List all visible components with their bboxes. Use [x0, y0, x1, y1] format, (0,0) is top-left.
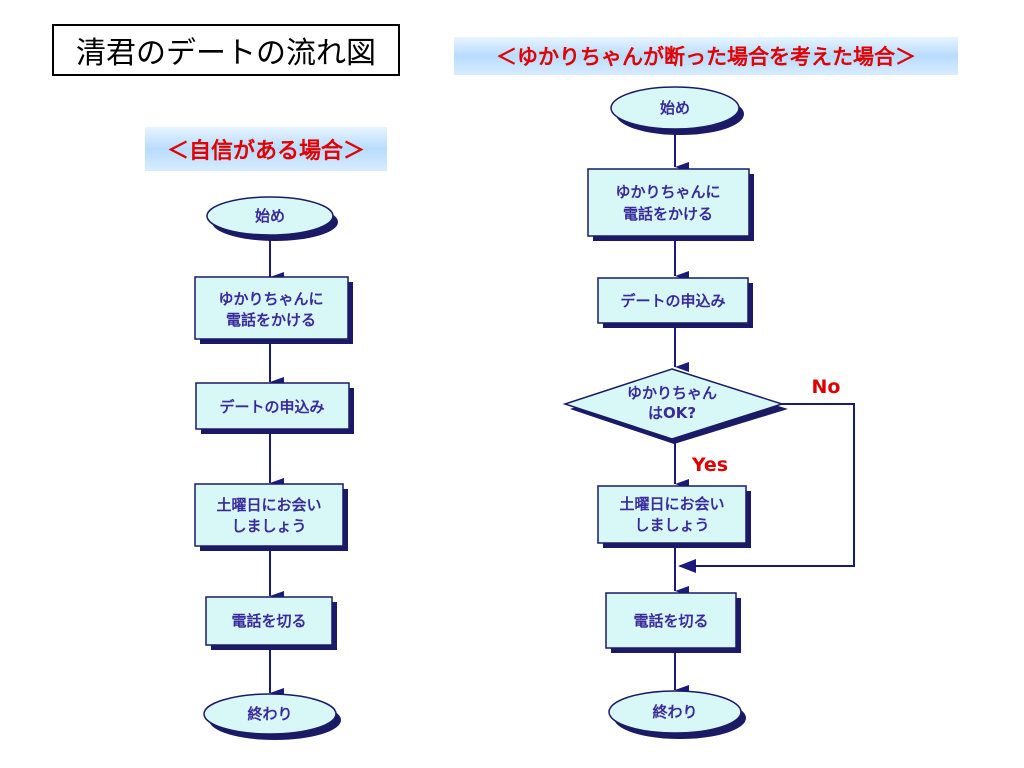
right-meet-line1: 土曜日にお会い: [619, 495, 724, 513]
left-propose-node: デートの申込み: [195, 382, 354, 434]
right-decision-line2: はOK?: [648, 404, 696, 422]
left-meet-node: 土曜日にお会い しましょう: [194, 483, 348, 551]
right-flowchart: 始め ゆかりちゃんに 電話をかける デートの申込み ゆかりちゃん はOK? No…: [562, 86, 855, 739]
page-title: 清君のデートの流れ図: [52, 24, 400, 76]
right-hangup-node: 電話を切る: [605, 592, 741, 653]
right-no-branch-line: [680, 403, 855, 567]
right-end-node: 終わり: [608, 690, 746, 739]
left-propose-label: デートの申込み: [219, 398, 324, 416]
right-hangup-label: 電話を切る: [633, 612, 708, 630]
left-flowchart: 始め ゆかりちゃんに 電話をかける デートの申込み 土曜日にお会い しましょう …: [194, 196, 354, 740]
left-meet-line1: 土曜日にお会い: [216, 496, 321, 514]
left-end-label: 終わり: [247, 705, 292, 723]
left-end-node: 終わり: [203, 693, 341, 740]
right-call-line1: ゆかりちゃんに: [615, 183, 720, 201]
right-decision-line1: ゆかりちゃん: [627, 384, 717, 402]
right-start-node: 始め: [610, 86, 744, 135]
right-decision-node: ゆかりちゃん はOK?: [562, 368, 788, 444]
left-start-label: 始め: [255, 207, 285, 225]
right-end-label: 終わり: [652, 703, 697, 721]
left-call-line2: 電話をかける: [226, 311, 316, 329]
right-propose-node: デートの申込み: [597, 277, 753, 328]
right-call-line2: 電話をかける: [623, 205, 713, 223]
right-propose-label: デートの申込み: [620, 292, 725, 310]
right-start-label: 始め: [660, 99, 690, 117]
left-call-line1: ゆかりちゃんに: [218, 290, 323, 308]
right-meet-line2: しましょう: [634, 516, 709, 534]
left-call-node: ゆかりちゃんに 電話をかける: [194, 276, 353, 344]
right-yes-label: Yes: [691, 454, 728, 476]
left-hangup-node: 電話を切る: [205, 596, 337, 650]
right-flow-heading: ＜ゆかりちゃんが断った場合を考えた場合＞: [454, 37, 958, 75]
right-no-label: No: [812, 376, 841, 398]
right-call-node: ゆかりちゃんに 電話をかける: [587, 168, 754, 241]
right-meet-node: 土曜日にお会い しましょう: [597, 485, 751, 548]
left-flow-heading: ＜自信がある場合＞: [145, 127, 387, 171]
left-hangup-label: 電話を切る: [231, 612, 306, 630]
left-start-node: 始め: [206, 196, 338, 241]
right-no-branch-arrowhead: [678, 559, 696, 573]
left-meet-line2: しましょう: [231, 517, 306, 535]
